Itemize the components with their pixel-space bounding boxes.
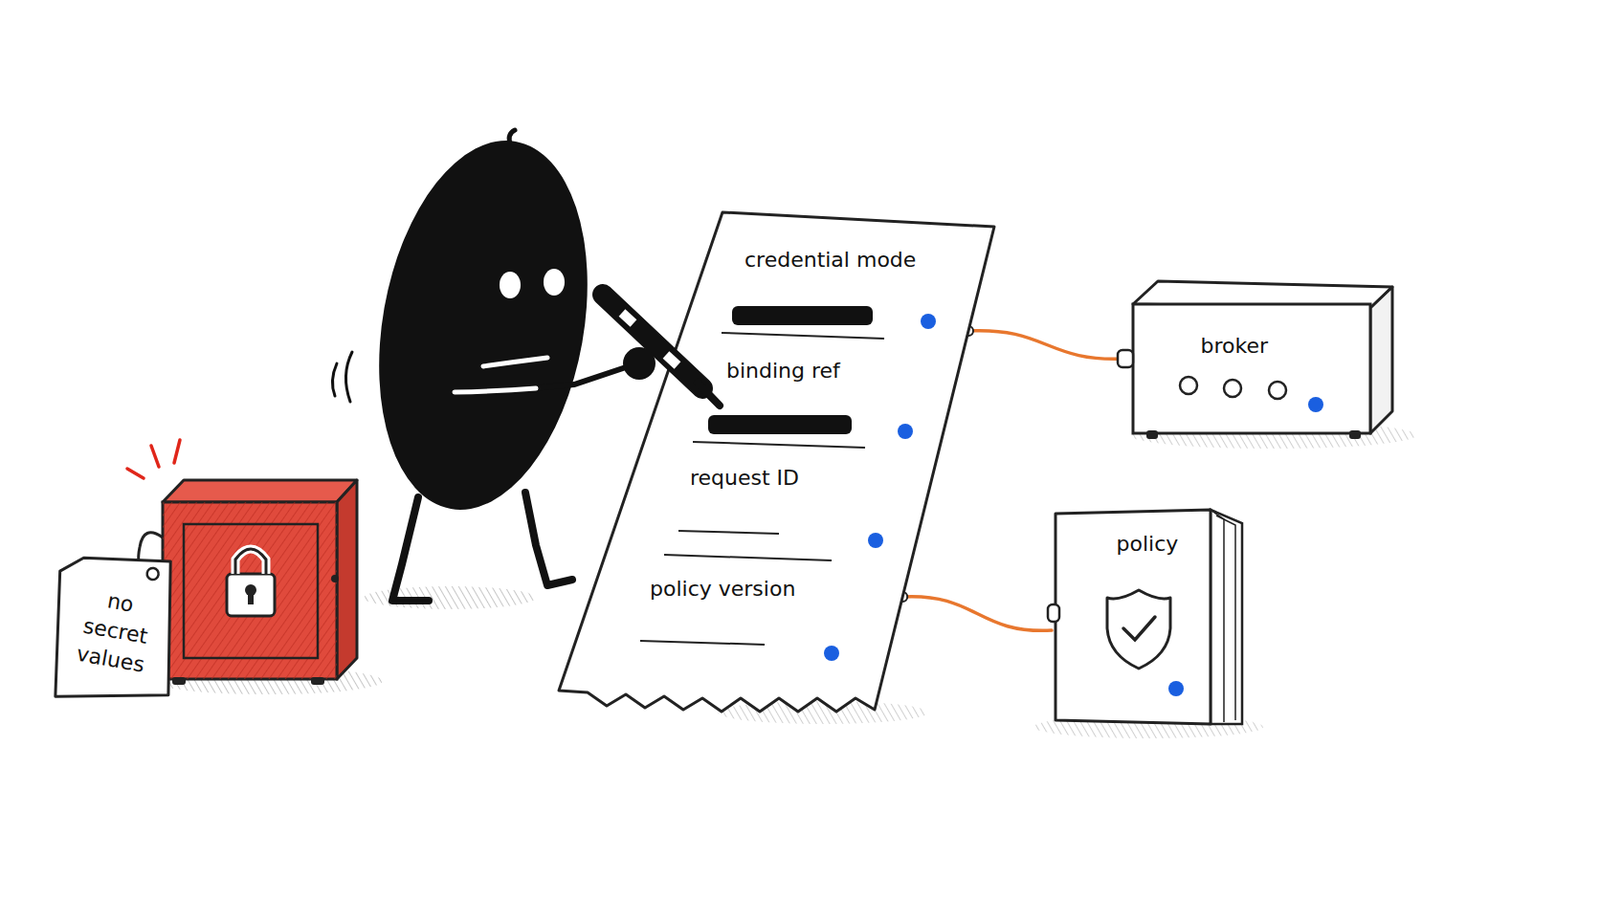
policy-booklet: policy — [1055, 494, 1247, 730]
node-text: broker — [1200, 333, 1269, 360]
node-outline — [1129, 277, 1398, 441]
wire — [963, 326, 1126, 359]
node-text: no secret values — [63, 580, 169, 682]
node-text: policy — [1116, 531, 1179, 558]
node-text: credential mode — [744, 246, 916, 274]
node-text: request ID — [689, 465, 800, 492]
orange-wire — [902, 597, 1052, 632]
node-text: binding ref — [726, 357, 841, 385]
wire — [897, 592, 1052, 631]
node-text: policy version — [649, 576, 796, 603]
character — [332, 124, 632, 601]
orange-wire — [968, 331, 1126, 360]
node-outline — [1055, 494, 1247, 730]
receipt: credential mode binding ref request ID poli… — [558, 212, 1000, 720]
tag-label: no secret values — [38, 543, 192, 717]
broker-box: broker — [1129, 277, 1398, 441]
